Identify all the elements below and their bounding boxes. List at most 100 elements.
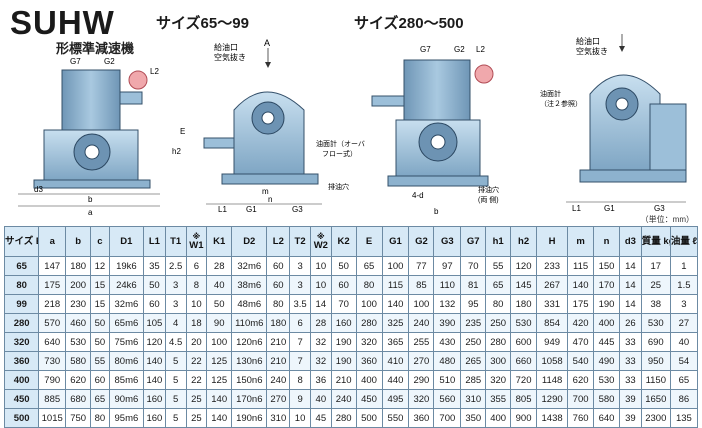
drawing-large-front: 給油口 空気抜き 油面計 （注２参照） G1 G3 L1 <box>540 34 687 213</box>
table-cell: 14 <box>618 294 642 314</box>
table-cell: 320 <box>355 332 383 352</box>
table-cell: 730 <box>38 351 67 371</box>
table-cell: 267 <box>536 275 569 295</box>
table-cell: 15 <box>90 275 110 295</box>
table-cell: 55 <box>90 351 110 371</box>
table-cell: 210 <box>330 370 357 390</box>
table-cell: 40 <box>309 389 332 409</box>
table-cell: 5 <box>164 351 187 371</box>
table-cell: 290 <box>408 370 435 390</box>
view-a-label: A <box>264 38 270 48</box>
col-header: D2 <box>231 226 268 257</box>
table-cell: 3 <box>289 275 311 295</box>
col-header: n <box>593 226 620 257</box>
svg-text:油面計: 油面計 <box>540 89 561 98</box>
table-cell: 445 <box>593 332 620 352</box>
table-cell: 24k6 <box>108 275 145 295</box>
table-cell: 949 <box>536 332 569 352</box>
table-cell: 310 <box>460 389 487 409</box>
table-cell: 32 <box>309 351 332 371</box>
table-cell: 2.5 <box>164 256 187 276</box>
svg-text:G2: G2 <box>104 57 115 66</box>
table-cell: 120n6 <box>231 332 268 352</box>
col-header: 質量 kg <box>640 226 671 257</box>
svg-text:G2: G2 <box>454 45 465 54</box>
col-header: h1 <box>485 226 512 257</box>
size-cell: 360 <box>3 351 40 371</box>
table-cell: 620 <box>65 370 92 390</box>
table-cell: 4.5 <box>164 332 187 352</box>
unit-note: （単位：mm） <box>640 215 694 224</box>
table-cell: 140 <box>567 275 595 295</box>
table-cell: 1058 <box>536 351 569 371</box>
table-cell: 140 <box>143 351 166 371</box>
table-cell: 420 <box>567 313 595 333</box>
table-cell: 38 <box>640 294 671 314</box>
col-header: ※W1 <box>185 226 208 257</box>
table-cell: 3 <box>669 294 699 314</box>
table-cell: 1150 <box>640 370 671 390</box>
svg-text:油面計（オーバ: 油面計（オーバ <box>316 139 365 148</box>
table-cell: 680 <box>65 389 92 409</box>
size-cell: 280 <box>3 313 40 333</box>
table-cell: 1650 <box>640 389 671 409</box>
table-cell: 240 <box>330 389 357 409</box>
table-cell: 110m6 <box>231 313 268 333</box>
svg-text:n: n <box>268 195 272 204</box>
size-cell: 500 <box>3 408 40 428</box>
size-cell: 65 <box>3 256 40 276</box>
table-cell: 20 <box>185 332 208 352</box>
specification-table: サイズ E a b c D1 L1 T1 ※W1 K1 D2 L2 T2 ※W2… <box>3 226 699 428</box>
table-cell: 175 <box>567 294 595 314</box>
svg-text:（注２参照）: （注２参照） <box>540 99 582 108</box>
col-header: E <box>355 226 383 257</box>
table-cell: 65 <box>485 275 512 295</box>
table-cell: 54 <box>669 351 699 371</box>
table-cell: 100 <box>206 332 233 352</box>
svg-text:E: E <box>180 127 185 136</box>
table-header-row: サイズ E a b c D1 L1 T1 ※W1 K1 D2 L2 T2 ※W2… <box>3 226 699 257</box>
table-cell: 331 <box>536 294 569 314</box>
table-cell: 28 <box>309 313 332 333</box>
svg-text:排油穴: 排油穴 <box>478 185 499 194</box>
table-cell: 35 <box>143 256 166 276</box>
col-header: G2 <box>408 226 435 257</box>
table-cell: 60 <box>266 275 291 295</box>
table-cell: 4 <box>164 313 187 333</box>
size-cell: 320 <box>3 332 40 352</box>
col-header: b <box>65 226 92 257</box>
subtitle: 形標準減速機 <box>56 41 135 56</box>
col-header: G3 <box>433 226 462 257</box>
size-range-small: サイズ65～99 <box>156 15 249 32</box>
table-cell: 9 <box>289 389 311 409</box>
table-cell: 7 <box>289 332 311 352</box>
table-cell: 18 <box>185 313 208 333</box>
size-range-large: サイズ280～500 <box>354 15 464 32</box>
size-cell: 400 <box>3 370 40 390</box>
table-cell: 210 <box>266 351 291 371</box>
table-cell: 25 <box>640 275 671 295</box>
table-cell: 22 <box>185 351 208 371</box>
table-cell: 360 <box>355 351 383 371</box>
table-cell: 12 <box>90 256 110 276</box>
table-cell: 80 <box>355 275 383 295</box>
table-cell: 50 <box>330 256 357 276</box>
table-cell: 530 <box>510 313 538 333</box>
table-cell: 14 <box>618 275 642 295</box>
table-cell: 470 <box>567 332 595 352</box>
table-cell: 495 <box>381 389 410 409</box>
table-cell: 48m6 <box>231 294 268 314</box>
table-cell: 1.5 <box>669 275 699 295</box>
table-cell: 5 <box>164 370 187 390</box>
col-header: ※W2 <box>309 226 332 257</box>
table-cell: 32m6 <box>231 256 268 276</box>
table-cell: 200 <box>65 275 92 295</box>
table-cell: 36 <box>309 370 332 390</box>
table-cell: 60 <box>90 370 110 390</box>
table-cell: 640 <box>38 332 67 352</box>
table-cell: 580 <box>65 351 92 371</box>
table-cell: 6 <box>289 313 311 333</box>
table-cell: 280 <box>355 313 383 333</box>
